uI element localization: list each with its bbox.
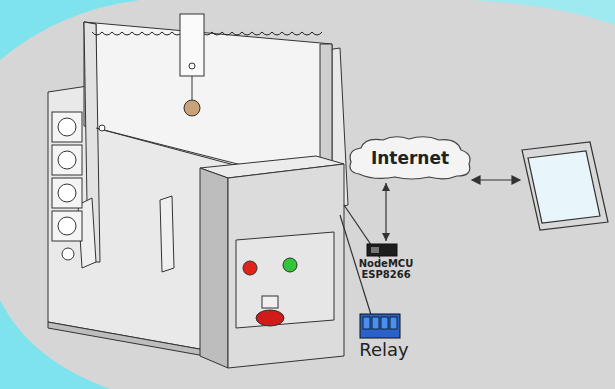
link-arrow (472, 176, 520, 184)
part-label: NodeMCU ESP8266 (350, 258, 422, 280)
room-model (48, 14, 348, 368)
cloud-node: Internet (345, 134, 475, 182)
cloud-label: Internet (371, 149, 449, 168)
board-node: NodeMCU ESP8266 (350, 242, 422, 280)
corner-swoosh (470, 0, 615, 25)
esp8266-board (350, 242, 414, 258)
wire (344, 205, 380, 258)
link-arrow (382, 183, 390, 241)
smartphone (522, 142, 608, 230)
relay-module (352, 312, 408, 340)
relay-node: Relay (352, 312, 416, 360)
part-label: Relay (352, 340, 416, 360)
